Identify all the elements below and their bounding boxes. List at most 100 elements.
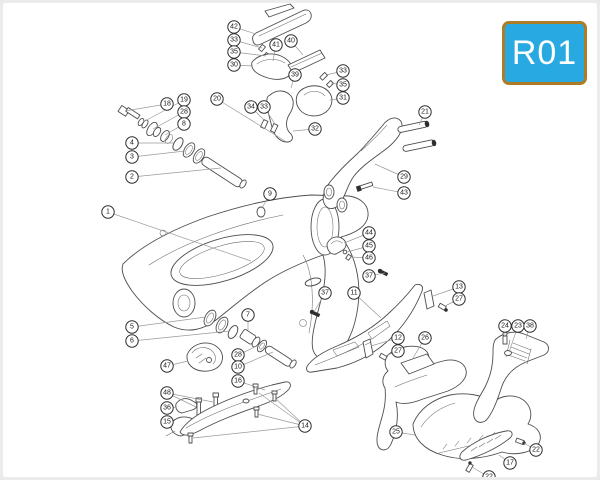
leader-line	[258, 392, 306, 427]
svg-text:47: 47	[163, 363, 171, 370]
svg-text:44: 44	[365, 230, 373, 237]
callout-27[interactable]: 27	[452, 292, 466, 306]
callout-39[interactable]: 39	[288, 68, 302, 82]
callout-33[interactable]: 33	[336, 64, 350, 78]
callout-3[interactable]: 3	[125, 150, 139, 164]
callout-14[interactable]: 14	[298, 419, 312, 433]
svg-text:9: 9	[268, 191, 272, 198]
callout-24[interactable]: 24	[498, 319, 512, 333]
callout-1[interactable]: 1	[101, 205, 115, 219]
part-hose-bracket	[326, 236, 352, 261]
svg-text:27: 27	[455, 296, 463, 303]
callout-22[interactable]: 22	[482, 470, 496, 480]
callout-6[interactable]: 6	[125, 334, 139, 348]
svg-text:3: 3	[130, 154, 134, 161]
callout-7[interactable]: 7	[241, 308, 255, 322]
callout-28[interactable]: 28	[231, 348, 245, 362]
part-inner-chain-guard	[376, 345, 467, 451]
svg-text:43: 43	[400, 190, 408, 197]
svg-text:46: 46	[365, 255, 373, 262]
svg-text:24: 24	[501, 323, 509, 330]
callout-21[interactable]: 21	[418, 105, 432, 119]
callout-5[interactable]: 5	[125, 320, 139, 334]
svg-text:40: 40	[287, 38, 295, 45]
svg-text:8: 8	[182, 121, 186, 128]
callout-10[interactable]: 10	[231, 360, 245, 374]
leader-line	[124, 103, 168, 112]
callout-37[interactable]: 37	[362, 269, 376, 283]
callout-16[interactable]: 16	[231, 374, 245, 388]
svg-text:26: 26	[421, 335, 429, 342]
callout-42[interactable]: 42	[227, 20, 241, 34]
svg-text:15: 15	[163, 419, 171, 426]
part-swingarm	[121, 194, 369, 360]
svg-text:35: 35	[230, 49, 238, 56]
callout-15[interactable]: 15	[160, 415, 174, 429]
callout-17[interactable]: 17	[503, 456, 517, 470]
callout-25[interactable]: 25	[389, 425, 403, 439]
svg-text:10: 10	[234, 364, 242, 371]
callout-37[interactable]: 37	[318, 286, 332, 300]
part-chain-guide-top	[251, 3, 334, 287]
svg-text:27: 27	[394, 348, 402, 355]
bolt-37-upper	[377, 268, 389, 277]
callout-23[interactable]: 23	[511, 319, 525, 333]
callout-45[interactable]: 45	[362, 239, 376, 253]
callout-12[interactable]: 12	[391, 331, 405, 345]
svg-text:33: 33	[339, 68, 347, 75]
callout-18[interactable]: 18	[160, 97, 174, 111]
svg-text:39: 39	[291, 72, 299, 79]
callout-46[interactable]: 46	[362, 251, 376, 265]
page-code-badge: R01	[502, 21, 587, 85]
callout-44[interactable]: 44	[362, 226, 376, 240]
callout-31[interactable]: 31	[336, 91, 350, 105]
callout-8[interactable]: 8	[177, 117, 191, 131]
callout-29[interactable]: 29	[397, 170, 411, 184]
callout-26[interactable]: 26	[418, 331, 432, 345]
callout-32[interactable]: 32	[308, 122, 322, 136]
svg-text:21: 21	[421, 109, 429, 116]
callout-30[interactable]: 30	[227, 58, 241, 72]
callout-41[interactable]: 41	[269, 38, 283, 52]
leader-line	[131, 167, 222, 178]
callout-34[interactable]: 34	[244, 100, 258, 114]
part-swingarm-protector	[473, 331, 549, 423]
callout-47[interactable]: 47	[160, 359, 174, 373]
part-pivot-axle-stack	[117, 105, 247, 189]
callout-9[interactable]: 9	[263, 187, 277, 201]
callout-4[interactable]: 4	[125, 136, 139, 150]
svg-text:35: 35	[339, 82, 347, 89]
leader-line	[166, 392, 214, 403]
callout-20[interactable]: 20	[210, 92, 224, 106]
svg-text:4: 4	[130, 140, 134, 147]
callout-33[interactable]: 33	[227, 33, 241, 47]
callout-28[interactable]: 28	[177, 105, 191, 119]
svg-text:5: 5	[130, 324, 134, 331]
callout-13[interactable]: 13	[452, 280, 466, 294]
svg-text:48: 48	[163, 390, 171, 397]
callout-33[interactable]: 33	[257, 100, 271, 114]
diagram-artwork: 4233353041403933353132343320181928843219…	[101, 3, 549, 480]
callout-35[interactable]: 35	[336, 78, 350, 92]
callout-11[interactable]: 11	[347, 286, 361, 300]
callout-35[interactable]: 35	[227, 45, 241, 59]
svg-text:41: 41	[272, 42, 280, 49]
callout-19[interactable]: 19	[177, 93, 191, 107]
callout-22[interactable]: 22	[529, 443, 543, 457]
svg-text:22: 22	[485, 474, 493, 480]
callout-38[interactable]: 38	[523, 319, 537, 333]
callout-36[interactable]: 36	[160, 401, 174, 415]
callout-43[interactable]: 43	[397, 186, 411, 200]
svg-text:37: 37	[365, 273, 373, 280]
svg-text:12: 12	[394, 335, 402, 342]
leader-line	[142, 99, 185, 123]
part-bushing-9	[256, 206, 266, 218]
callout-2[interactable]: 2	[125, 170, 139, 184]
callout-48[interactable]: 48	[160, 386, 174, 400]
callout-27[interactable]: 27	[391, 344, 405, 358]
svg-text:45: 45	[365, 243, 373, 250]
callout-40[interactable]: 40	[284, 34, 298, 48]
svg-text:23: 23	[514, 323, 522, 330]
svg-text:38: 38	[526, 323, 534, 330]
